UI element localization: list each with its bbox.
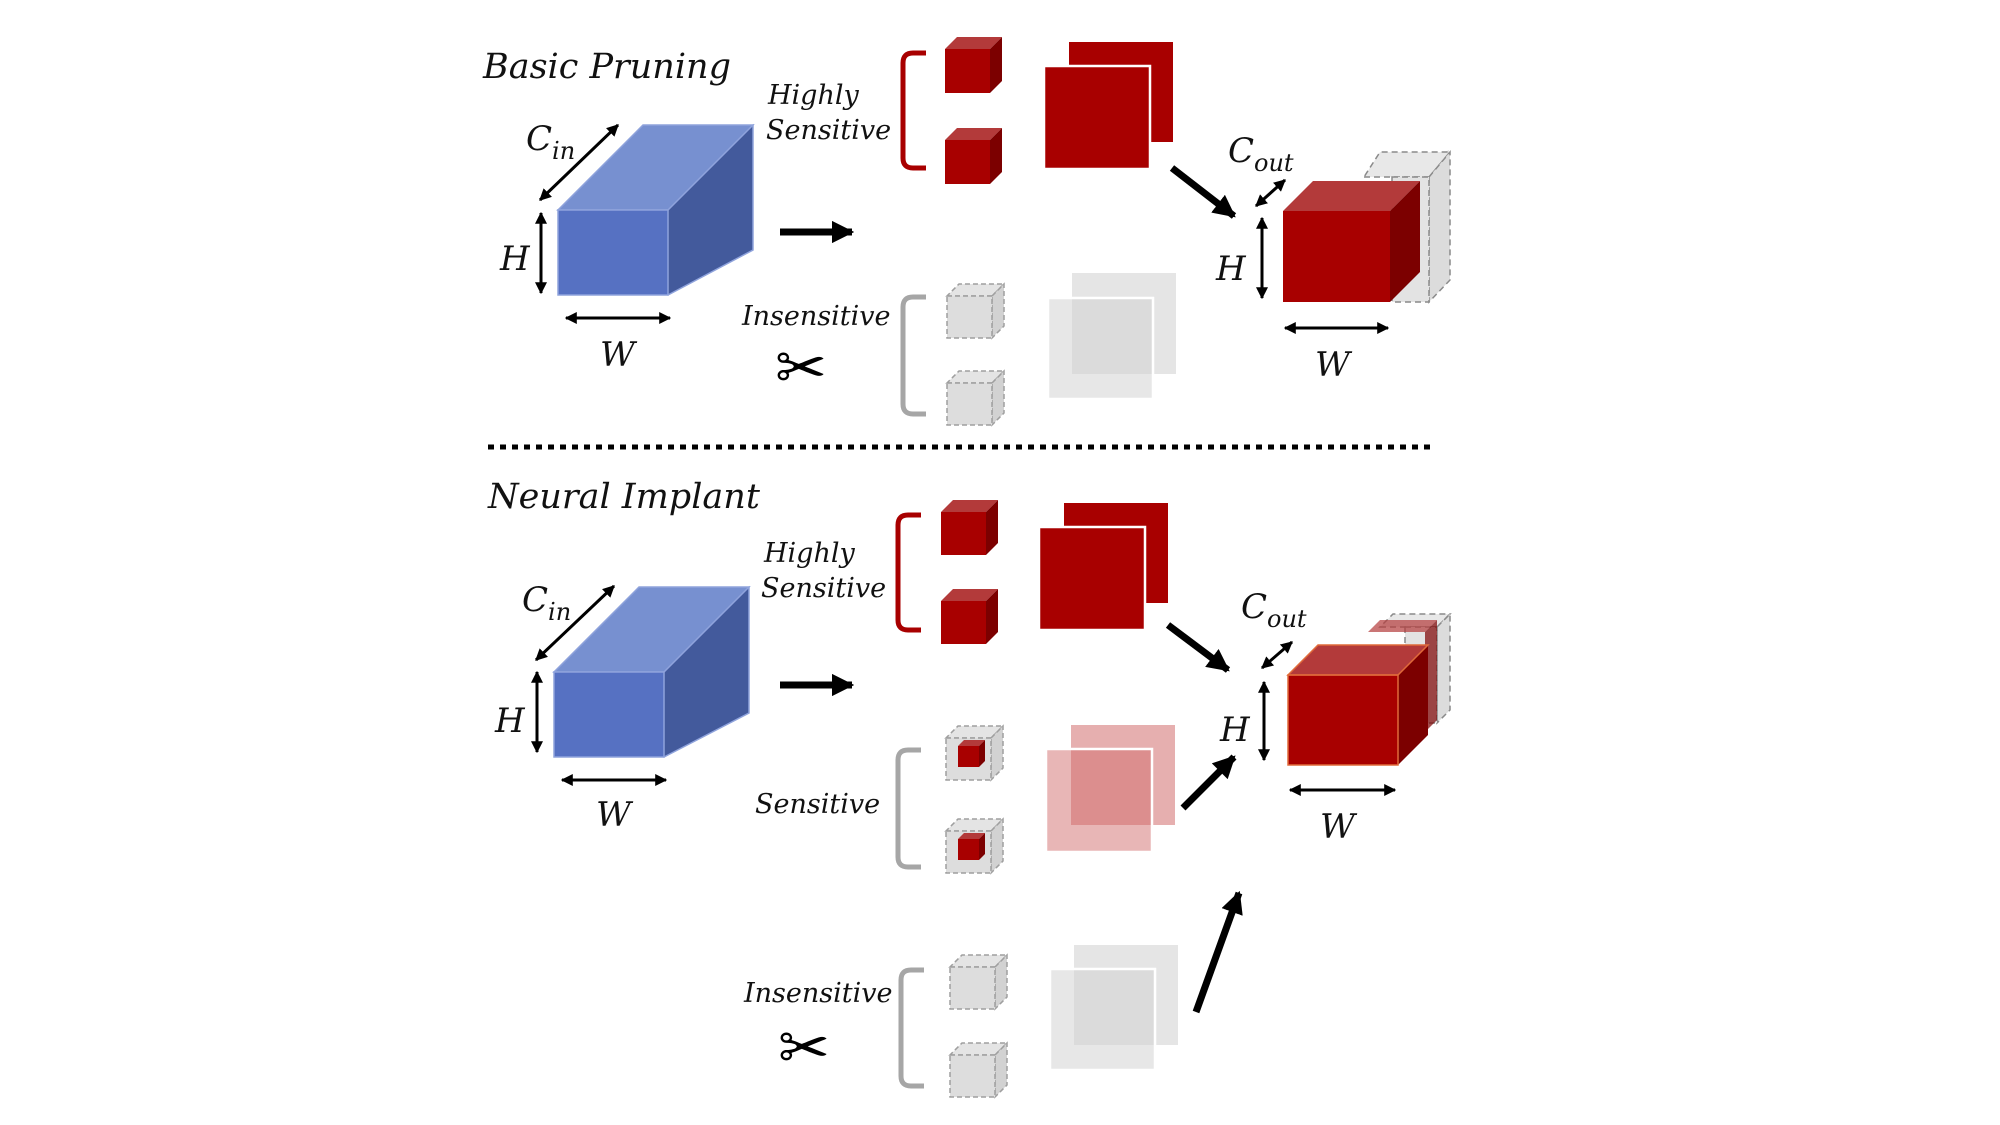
section-title: Neural Implant xyxy=(487,477,761,517)
channels-dimension-arrow xyxy=(1254,178,1287,208)
output-tensor-cube xyxy=(1283,181,1420,302)
channels-label: Cout xyxy=(1241,587,1307,633)
input-tensor-cube xyxy=(556,123,755,296)
channels-label: Cin xyxy=(522,580,571,626)
group-label-line1: Highly xyxy=(767,80,859,111)
input-tensor-cube xyxy=(552,585,751,758)
scissors-icon: ✂ xyxy=(775,331,827,404)
group-label-line2: Sensitive xyxy=(766,115,891,146)
sensitive-bracket xyxy=(895,747,921,870)
channels-label: Cout xyxy=(1228,131,1294,177)
height-label: H xyxy=(1215,249,1247,289)
output-tensor-cube xyxy=(1286,644,1430,766)
width-label: W xyxy=(1320,807,1358,847)
group-label-line2: Sensitive xyxy=(761,573,886,604)
filter-kernel-implanted xyxy=(944,724,1005,782)
feature-maps-red xyxy=(1042,42,1173,171)
filter-kernel-pruned xyxy=(948,953,1009,1011)
section-neural-implant: Neural Implant Cin H W Highly Sensitive xyxy=(487,477,1452,1099)
feature-maps-red xyxy=(1037,503,1168,632)
highly-sensitive-bracket xyxy=(895,512,921,633)
output-arrow xyxy=(1169,165,1237,219)
height-label: H xyxy=(499,239,531,279)
highly-sensitive-bracket xyxy=(900,50,926,171)
height-label: H xyxy=(494,701,526,741)
insensitive-bracket xyxy=(900,294,926,417)
scissors-icon: ✂ xyxy=(778,1011,830,1084)
filter-kernel-pruned xyxy=(945,282,1006,340)
width-label: W xyxy=(600,335,638,375)
feature-maps-pruned xyxy=(1048,945,1178,1072)
group-label-line1: Highly xyxy=(763,538,855,569)
channels-dimension-arrow xyxy=(1261,640,1293,670)
filter-kernel-red xyxy=(945,37,1002,93)
filter-kernel-red xyxy=(941,589,998,644)
feature-maps-pruned xyxy=(1046,273,1176,401)
section-basic-pruning: Basic Pruning Cin H W Highly Sensitive xyxy=(482,37,1452,427)
feature-maps-implanted xyxy=(1044,725,1175,854)
filter-kernel-pruned xyxy=(945,369,1006,427)
filter-kernel-pruned xyxy=(948,1041,1009,1099)
filter-kernel-red xyxy=(945,128,1002,184)
group-label-line1: Insensitive xyxy=(743,978,893,1009)
insensitive-arrow xyxy=(1192,890,1243,1014)
implant-arrow xyxy=(1180,754,1237,811)
channels-dimension-arrow xyxy=(538,123,620,202)
group-label-line1: Insensitive xyxy=(741,301,891,332)
section-title: Basic Pruning xyxy=(482,47,731,87)
filter-kernel-red xyxy=(941,500,998,555)
width-label: W xyxy=(1315,345,1353,385)
group-label-line1: Sensitive xyxy=(755,789,880,820)
channels-dimension-arrow xyxy=(534,584,616,662)
output-arrow xyxy=(1165,622,1231,673)
filter-kernel-implanted xyxy=(944,817,1005,875)
channels-label: Cin xyxy=(526,119,575,165)
height-label: H xyxy=(1219,710,1251,750)
width-label: W xyxy=(596,795,634,835)
insensitive-bracket xyxy=(898,967,924,1089)
